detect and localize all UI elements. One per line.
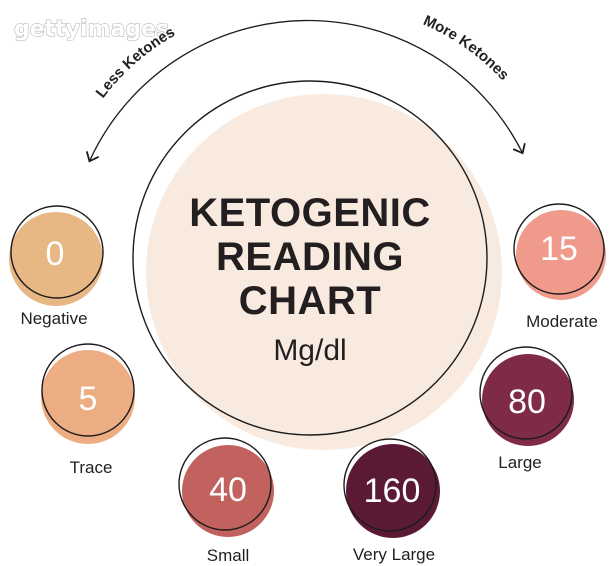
more-ketones-label: More Ketones (421, 12, 513, 84)
level-2: 40 Small (178, 437, 274, 565)
level-5-badge (516, 210, 606, 300)
level-3-outline (343, 438, 437, 532)
level-0-outline (10, 205, 104, 299)
level-0-value: 0 (46, 235, 65, 273)
chart-title-line-2: READING (216, 235, 404, 279)
level-1-badge (41, 350, 135, 444)
level-1: 5 Trace (41, 343, 135, 477)
level-4-label: Large (498, 453, 541, 472)
ketone-direction-arc (85, 19, 526, 163)
level-4-badge (482, 354, 574, 446)
level-2-value: 40 (209, 471, 247, 509)
chart-title-line-1: KETOGENIC (189, 191, 431, 235)
center-circle (132, 80, 502, 450)
level-0-label: Negative (20, 309, 87, 328)
level-2-badge (182, 445, 274, 537)
level-1-value: 5 (79, 380, 98, 418)
level-1-outline (41, 343, 135, 437)
level-4-outline (479, 346, 573, 440)
chart-title-line-3: CHART (239, 279, 381, 323)
level-5: 15 Moderate (513, 203, 606, 331)
level-5-outline (513, 203, 605, 295)
level-4-value: 80 (508, 383, 546, 421)
level-1-label: Trace (70, 458, 113, 477)
level-0-badge (9, 212, 103, 306)
level-3-value: 160 (364, 472, 421, 510)
level-5-label: Moderate (526, 312, 598, 331)
watermark-logo: gettyimages (14, 17, 169, 42)
level-3-label: Very Large (353, 545, 435, 564)
level-4: 80 Large (479, 346, 574, 472)
level-2-label: Small (207, 546, 250, 565)
level-0: 0 Negative (9, 205, 104, 328)
level-3-badge (346, 444, 440, 538)
level-3: 160 Very Large (343, 438, 440, 564)
level-2-outline (178, 437, 272, 531)
chart-unit-label: Mg/dl (273, 334, 346, 367)
level-5-value: 15 (540, 230, 578, 268)
